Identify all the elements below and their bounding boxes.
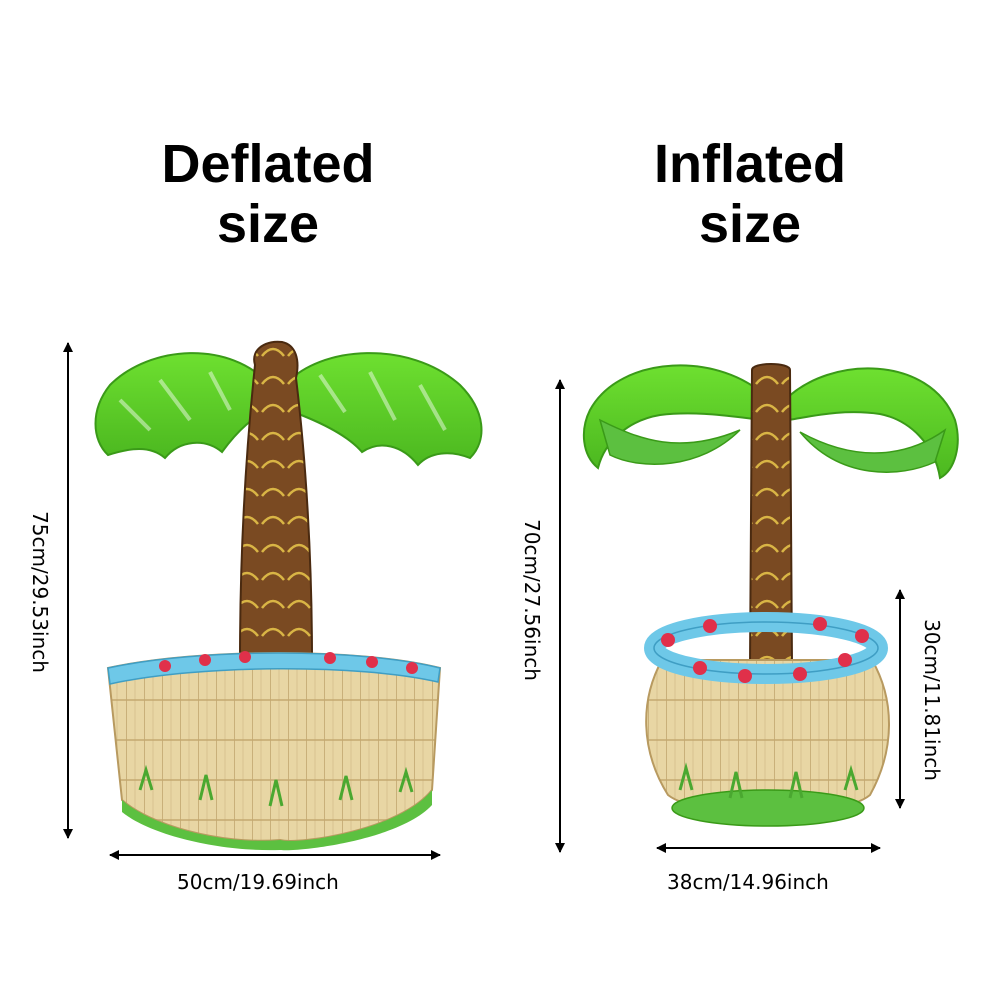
inflated-right-leaf [783,367,959,480]
inflated-height-label: 70cm/27.56inch [520,519,544,681]
deflated-palm [94,340,483,851]
deflated-rim [107,652,441,685]
deflated-pot [106,652,442,842]
deflated-grass [122,790,432,851]
inflated-heading-line2: size [698,194,802,254]
deflated-trunk [238,340,314,661]
deflated-heading-line2: size [216,194,320,254]
inflated-width-label: 38cm/14.96inch [667,870,829,894]
inflated-heading-line1: Inflated [653,134,846,194]
deflated-left-leaf [94,352,271,460]
inflated-heading: Inflated size [585,134,915,254]
deflated-width-label: 50cm/19.69inch [177,870,339,894]
inflated-left-leaf [582,364,772,470]
deflated-heading-line1: Deflated [161,134,375,194]
deflated-heading: Deflated size [103,134,433,254]
inflated-pot-height-label: 30cm/11.81inch [920,619,944,781]
inflated-palm [582,363,959,827]
inflated-base [671,789,865,827]
deflated-right-leaf [283,352,483,467]
deflated-height-label: 75cm/29.53inch [28,511,52,673]
